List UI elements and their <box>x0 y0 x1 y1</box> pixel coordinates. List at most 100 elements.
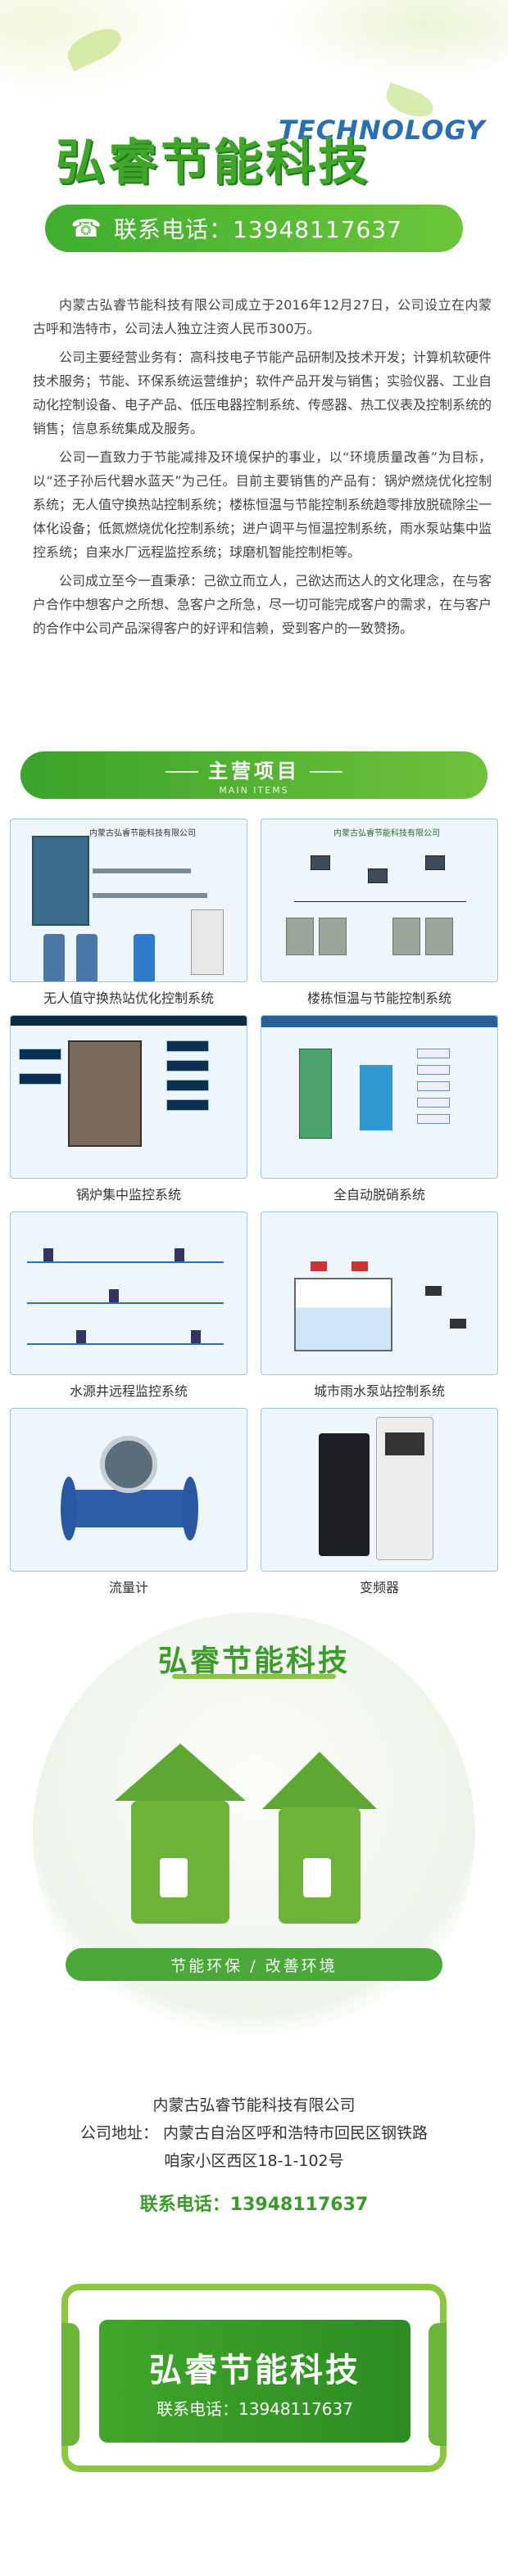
pipe <box>93 893 207 898</box>
product-card[interactable]: 流量计 <box>10 1408 247 1595</box>
company-address: 咱家小区西区18-1-102号 <box>164 2152 344 2170</box>
flowmeter-tube <box>67 1490 190 1527</box>
flowmeter-display <box>100 1436 157 1493</box>
company-intro: 内蒙古弘睿节能科技有限公司成立于2016年12月27日，公司设立在内蒙古呼和浩特… <box>33 293 492 645</box>
brand-logo-text: 弘睿节能科技 <box>56 134 370 192</box>
value-panel <box>417 1081 450 1091</box>
value-panel <box>19 1073 61 1085</box>
value-panel <box>19 1049 61 1060</box>
product-card[interactable]: 锅炉集中监控系统 <box>10 1015 247 1202</box>
image-header-text: 内蒙古弘睿节能科技有限公司 <box>333 829 440 838</box>
computer-icon <box>425 855 445 870</box>
app-titlebar <box>261 1016 497 1027</box>
company-contact-info: 内蒙古弘睿节能科技有限公司 公司地址： 内蒙古自治区呼和浩特市回民区钢铁路 咱家… <box>0 2091 508 2219</box>
network-line <box>294 901 466 902</box>
leaf-decoration <box>270 0 508 82</box>
building-icon <box>425 918 453 955</box>
valve-icon <box>425 1286 442 1296</box>
product-caption: 楼栋恒温与节能控制系统 <box>306 990 451 1006</box>
product-caption: 全自动脱硝系统 <box>333 1187 425 1202</box>
control-cabinet <box>32 836 89 926</box>
well-icon <box>76 1330 86 1343</box>
product-card[interactable]: 全自动脱硝系统 <box>261 1015 498 1202</box>
product-image <box>261 1015 498 1179</box>
value-panel <box>166 1040 209 1052</box>
footer-phone[interactable]: 联系电话：13948117637 <box>156 2398 353 2419</box>
main-items-header: 主营项目 MAIN ITEMS <box>20 751 488 799</box>
inverter-unit <box>319 1433 370 1556</box>
value-panel <box>166 1060 209 1071</box>
computer-icon <box>311 855 330 870</box>
pipe <box>27 1261 224 1263</box>
footer-badge: 弘睿节能科技 联系电话：13948117637 <box>61 2284 447 2472</box>
brand-english: TECHNOLOGY <box>279 115 486 146</box>
product-image <box>10 1211 247 1375</box>
product-card[interactable]: 变频器 <box>261 1408 498 1595</box>
product-card[interactable]: 内蒙古弘睿节能科技有限公司 楼栋恒温与节能控制系统 <box>261 819 498 1006</box>
product-card[interactable]: 城市雨水泵站控制系统 <box>261 1211 498 1399</box>
pump-station-pool <box>294 1278 392 1351</box>
pipe <box>93 868 191 873</box>
flowmeter-illustration <box>51 1432 206 1547</box>
heat-exchanger <box>76 934 98 981</box>
inverter-unit <box>376 1417 433 1560</box>
pump <box>134 934 155 981</box>
intro-paragraph: 公司主要经营业务有：高科技电子节能产品研制及技术开发；计算机软硬件技术服务；节能… <box>33 350 492 436</box>
eco-title: 弘睿节能科技 <box>157 1644 350 1678</box>
product-image <box>10 1015 247 1179</box>
section-subtitle: MAIN ITEMS <box>219 785 289 796</box>
product-caption: 城市雨水泵站控制系统 <box>313 1383 445 1399</box>
pipe <box>27 1343 224 1345</box>
product-card[interactable]: 内蒙古弘睿节能科技有限公司 无人值守换热站优化控制系统 <box>10 819 247 1006</box>
pipe <box>27 1302 224 1304</box>
product-image: 内蒙古弘睿节能科技有限公司 <box>10 819 247 982</box>
intro-paragraph: 内蒙古弘睿节能科技有限公司成立于2016年12月27日，公司设立在内蒙古呼和浩特… <box>33 297 492 336</box>
product-image <box>10 1408 247 1572</box>
value-panel <box>417 1049 450 1058</box>
boiler-diagram <box>68 1040 142 1147</box>
product-image: 内蒙古弘睿节能科技有限公司 <box>261 819 498 982</box>
product-caption: 水源井远程监控系统 <box>69 1383 188 1399</box>
section-title: 主营项目 <box>156 755 352 783</box>
building-icon <box>319 918 347 955</box>
product-caption: 无人值守换热站优化控制系统 <box>43 990 214 1006</box>
leaf-decoration <box>429 2323 447 2446</box>
image-header-text: 内蒙古弘睿节能科技有限公司 <box>89 829 196 838</box>
product-caption: 变频器 <box>359 1580 399 1595</box>
app-titlebar <box>11 1016 247 1026</box>
eco-banner: 弘睿节能科技 节能环保 / 改善环境 <box>0 1555 508 2079</box>
well-icon <box>191 1330 201 1343</box>
pump-icon <box>352 1261 368 1271</box>
eco-slogan: 节能环保 / 改善环境 <box>66 1948 442 1981</box>
hero-banner: TECHNOLOGY 弘睿节能科技 ☎ 联系电话：13948117637 <box>0 0 508 270</box>
tank-icon <box>360 1065 392 1130</box>
company-name: 内蒙古弘睿节能科技有限公司 <box>152 2096 356 2114</box>
flange <box>61 1477 77 1541</box>
leaf-decoration <box>61 2323 79 2446</box>
flange <box>182 1477 198 1541</box>
product-card[interactable]: 水源井远程监控系统 <box>10 1211 247 1399</box>
company-phone[interactable]: 联系电话：13948117637 <box>139 2195 369 2215</box>
product-caption: 流量计 <box>108 1580 148 1595</box>
window-icon <box>303 1858 331 1897</box>
footer-brand-name: 弘睿节能科技 <box>149 2351 361 2389</box>
house-roof-icon <box>262 1752 377 1809</box>
house-roof-icon <box>115 1744 246 1801</box>
value-panel <box>417 1065 450 1075</box>
intro-paragraph: 公司成立至今一直秉承：己欲立而立人，己欲达而达人的文化理念，在与客户合作中想客户… <box>33 573 492 636</box>
well-icon <box>43 1248 53 1261</box>
phone-icon: ☎ <box>70 214 102 243</box>
product-image <box>261 1211 498 1375</box>
product-caption: 锅炉集中监控系统 <box>75 1187 181 1202</box>
well-icon <box>175 1248 184 1261</box>
pump-icon <box>311 1261 327 1271</box>
building-icon <box>392 918 420 955</box>
hero-phone-bar[interactable]: ☎ 联系电话：13948117637 <box>45 205 463 252</box>
heat-exchanger <box>43 934 65 981</box>
value-panel <box>166 1099 209 1111</box>
window-icon <box>160 1858 188 1897</box>
value-panel <box>166 1080 209 1091</box>
computer-icon <box>368 868 388 883</box>
well-icon <box>109 1289 119 1302</box>
value-panel <box>417 1114 450 1124</box>
